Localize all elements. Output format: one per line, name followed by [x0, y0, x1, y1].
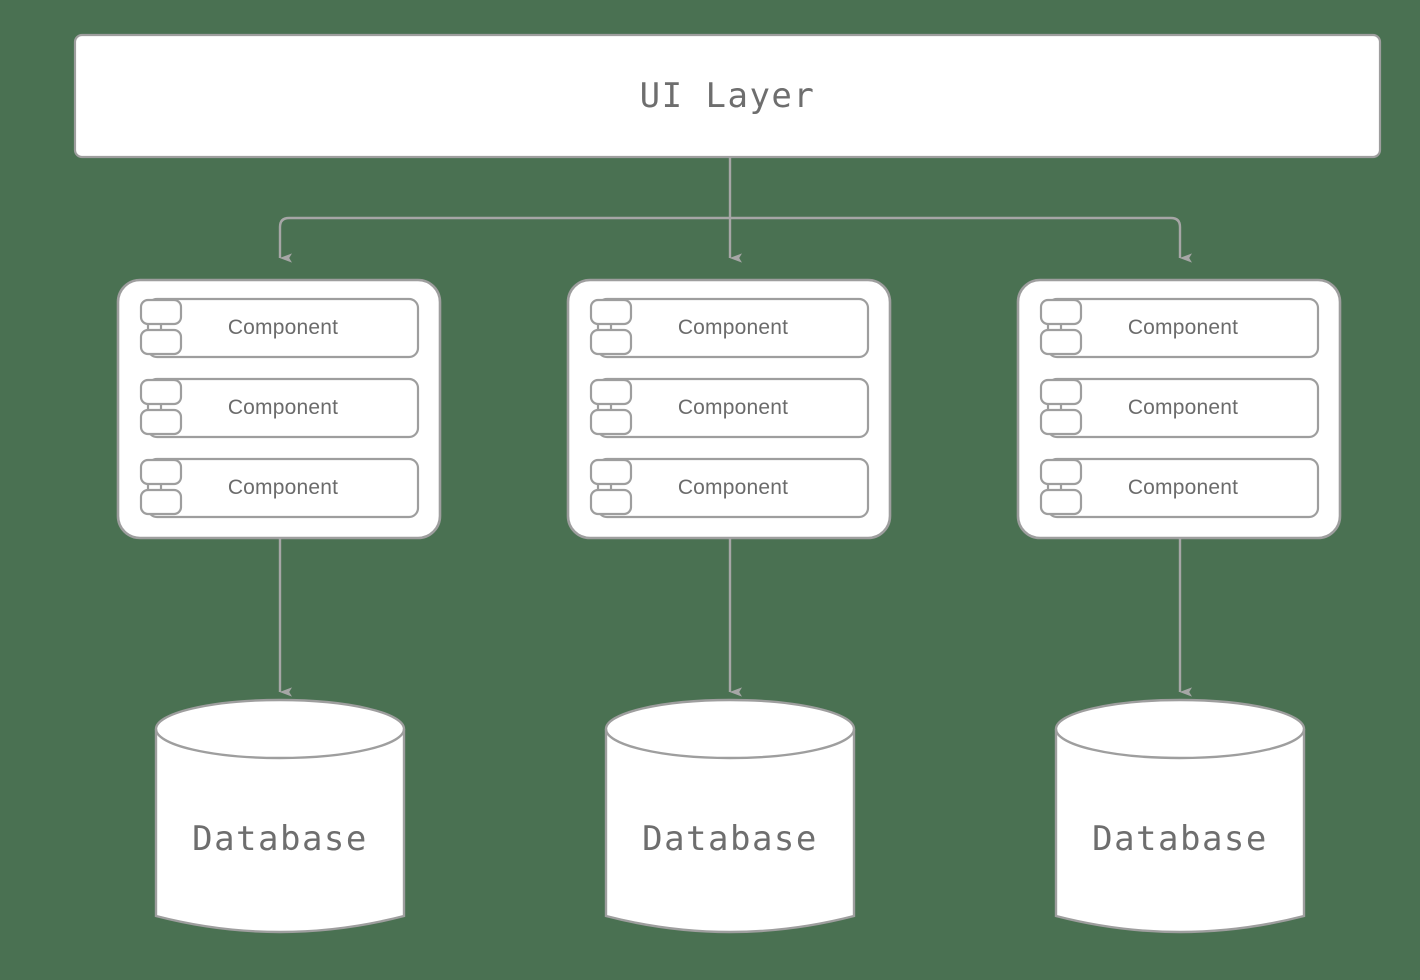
- uml-component-icon: [1039, 378, 1083, 436]
- component-item[interactable]: [589, 457, 870, 519]
- component-item[interactable]: [139, 297, 420, 359]
- uml-component-icon: [1039, 298, 1083, 356]
- uml-component-icon: [139, 298, 183, 356]
- uml-component-icon: [1039, 458, 1083, 516]
- connector-ui-to-group-3: [730, 216, 1192, 263]
- component-item[interactable]: [589, 377, 870, 439]
- database-node-2[interactable]: [604, 698, 856, 934]
- component-item[interactable]: [589, 297, 870, 359]
- connector-ui-to-groups: [278, 157, 1192, 263]
- ui-layer-node[interactable]: [73, 33, 1382, 159]
- component-item[interactable]: [1039, 457, 1320, 519]
- uml-component-icon: [589, 458, 633, 516]
- connector-ui-to-group-1: [278, 216, 730, 263]
- database-top-ellipse[interactable]: [1054, 698, 1306, 760]
- database-node-3[interactable]: [1054, 698, 1306, 934]
- component-item[interactable]: [1039, 297, 1320, 359]
- connector-groups-to-databases: [278, 538, 1192, 697]
- component-item[interactable]: [1039, 377, 1320, 439]
- component-group-2[interactable]: [566, 278, 892, 540]
- database-top-ellipse[interactable]: [604, 698, 856, 760]
- component-item[interactable]: [139, 377, 420, 439]
- database-body[interactable]: [604, 729, 856, 934]
- component-item-box[interactable]: [596, 377, 870, 439]
- database-body[interactable]: [1054, 729, 1306, 934]
- component-item-box[interactable]: [146, 297, 420, 359]
- component-item-box[interactable]: [1046, 457, 1320, 519]
- database-body[interactable]: [154, 729, 406, 934]
- component-item[interactable]: [139, 457, 420, 519]
- database-top-ellipse[interactable]: [154, 698, 406, 760]
- component-item-box[interactable]: [146, 377, 420, 439]
- component-group-1[interactable]: [116, 278, 442, 540]
- component-group-3[interactable]: [1016, 278, 1342, 540]
- component-item-box[interactable]: [146, 457, 420, 519]
- uml-component-icon: [139, 458, 183, 516]
- uml-component-icon: [589, 378, 633, 436]
- component-item-box[interactable]: [1046, 377, 1320, 439]
- component-item-box[interactable]: [596, 297, 870, 359]
- database-node-1[interactable]: [154, 698, 406, 934]
- uml-component-icon: [139, 378, 183, 436]
- component-item-box[interactable]: [596, 457, 870, 519]
- uml-component-icon: [589, 298, 633, 356]
- component-item-box[interactable]: [1046, 297, 1320, 359]
- ui-layer-box[interactable]: [73, 33, 1382, 159]
